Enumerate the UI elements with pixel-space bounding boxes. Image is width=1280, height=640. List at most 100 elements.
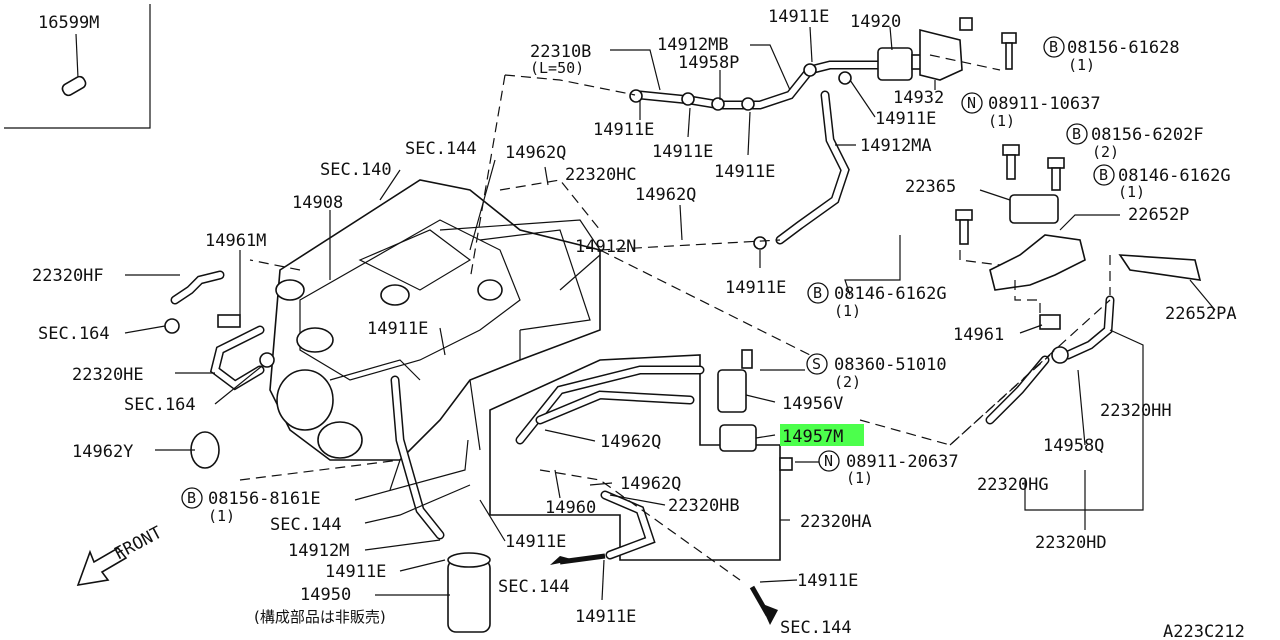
- svg-text:(2): (2): [1092, 143, 1119, 161]
- svg-text:08911-10637: 08911-10637: [988, 94, 1101, 114]
- valve-14956V: [717, 369, 747, 413]
- svg-text:(1): (1): [1118, 183, 1145, 201]
- label-14962Q-a: 14962Q: [505, 143, 566, 163]
- svg-text:(1): (1): [1068, 56, 1095, 74]
- fastener-08156-8161E: B 08156-8161E (1): [181, 487, 321, 525]
- label-sec140: SEC.140: [320, 160, 392, 180]
- label-14908: 14908: [292, 193, 343, 213]
- label-sec144-c: SEC.144: [498, 577, 570, 597]
- clamps-top: [629, 63, 852, 250]
- label-sec144-a: SEC.144: [405, 139, 477, 159]
- label-14958P: 14958P: [678, 53, 739, 73]
- label-14961M: 14961M: [205, 231, 266, 251]
- svg-text:08156-61628: 08156-61628: [1067, 38, 1180, 58]
- label-sec164-a: SEC.164: [38, 324, 110, 344]
- label-14912MA: 14912MA: [860, 136, 932, 156]
- fastener-08360-51010: S 08360-51010 (2): [806, 353, 947, 391]
- label-16599M: 16599M: [38, 13, 99, 33]
- screw-08360: [741, 349, 753, 369]
- label-14962Q-b: 14962Q: [635, 185, 696, 205]
- fastener-08146-6162G-a: B 08146-6162G (1): [1093, 164, 1231, 201]
- label-22320HE: 22320HE: [72, 365, 144, 385]
- label-22320HF: 22320HF: [32, 266, 104, 286]
- front-arrow: [76, 546, 128, 587]
- bracket-14932: [919, 28, 963, 81]
- label-14958Q: 14958Q: [1043, 436, 1104, 456]
- joint-14958Q: [1051, 346, 1069, 364]
- label-14912MB: 14912MB: [657, 35, 729, 55]
- clamp-14961M: [217, 314, 241, 328]
- fastener-08156-61628: B 08156-61628 (1): [1043, 36, 1180, 74]
- label-diagram-code: A223C212: [1163, 622, 1245, 640]
- svg-text:08360-51010: 08360-51010: [834, 355, 947, 375]
- canister-14950: [447, 552, 491, 633]
- label-14962Y: 14962Y: [72, 442, 133, 462]
- fitting-sec164b: [259, 352, 275, 368]
- label-14962Q-d: 14962Q: [620, 474, 681, 494]
- label-22320HC: 22320HC: [565, 165, 637, 185]
- svg-text:08911-20637: 08911-20637: [846, 452, 959, 472]
- label-14962Q-c: 14962Q: [600, 432, 661, 452]
- svg-text:(2): (2): [834, 373, 861, 391]
- label-14912M: 14912M: [288, 541, 349, 561]
- connector-14961: [1039, 314, 1061, 330]
- label-sec144-b: SEC.144: [270, 515, 342, 535]
- label-14911E-j: 14911E: [575, 607, 636, 627]
- label-14911E-d: 14911E: [714, 162, 775, 182]
- svg-text:B: B: [187, 489, 196, 507]
- svg-text:08156-8161E: 08156-8161E: [208, 489, 321, 509]
- label-22652P: 22652P: [1128, 205, 1189, 225]
- label-22320HA: 22320HA: [800, 512, 872, 532]
- label-22320HB: 22320HB: [668, 496, 740, 516]
- plug-16599M: [61, 75, 87, 97]
- svg-text:N: N: [824, 452, 833, 470]
- svg-text:B: B: [1072, 125, 1081, 143]
- bracket-22652P: [989, 234, 1086, 291]
- svg-text:08146-6162G: 08146-6162G: [834, 284, 947, 304]
- fastener-08146-6162G-b: B 08146-6162G (1): [807, 282, 947, 320]
- label-14950: 14950: [300, 585, 351, 605]
- inset-frame: [4, 4, 151, 129]
- leader-lines: [124, 26, 1216, 601]
- svg-text:08156-6202F: 08156-6202F: [1091, 125, 1204, 145]
- label-22365: 22365: [905, 177, 956, 197]
- fastener-08911-10637: N 08911-10637 (1): [961, 92, 1101, 130]
- label-not-sold: (構成部品は非販売): [254, 608, 386, 626]
- label-22320HG: 22320HG: [977, 475, 1049, 495]
- svg-text:N: N: [967, 94, 976, 112]
- fitting-sec164a: [164, 318, 180, 334]
- label-14911E-c: 14911E: [652, 142, 713, 162]
- engine-intake-manifold: [269, 179, 601, 491]
- svg-text:B: B: [1049, 38, 1058, 56]
- svg-text:(1): (1): [834, 302, 861, 320]
- label-front: FRONT: [111, 523, 166, 565]
- sensor-22365: [1009, 194, 1059, 224]
- bolts-right: [955, 144, 1065, 245]
- label-14911E-e: 14911E: [875, 109, 936, 129]
- bracket-22652PA: [1118, 254, 1202, 281]
- fastener-08156-6202F: B 08156-6202F (2): [1066, 123, 1204, 161]
- valve-14920: [877, 47, 923, 81]
- svg-text:08146-6162G: 08146-6162G: [1118, 166, 1231, 186]
- clamp-14962Y: [190, 431, 220, 469]
- nut-08911-20637: [779, 457, 793, 471]
- label-14956V: 14956V: [782, 394, 843, 414]
- bolt-08156-61628: [1001, 32, 1017, 70]
- label-22310B: 22310B: [530, 42, 591, 62]
- label-14960: 14960: [545, 498, 596, 518]
- svg-text:(1): (1): [208, 507, 235, 525]
- label-14911E-g: 14911E: [367, 319, 428, 339]
- label-14957M: 14957M: [782, 427, 843, 447]
- nut-top: [959, 17, 973, 31]
- highlight-14957M: [780, 424, 864, 446]
- label-14911E-b: 14911E: [593, 120, 654, 140]
- label-14920: 14920: [850, 12, 901, 32]
- svg-text:(1): (1): [846, 469, 873, 487]
- label-14912N: 14912N: [575, 237, 636, 257]
- label-14911E-h: 14911E: [505, 532, 566, 552]
- label-14961: 14961: [953, 325, 1004, 345]
- label-14911E-f: 14911E: [725, 278, 786, 298]
- label-22652PA: 22652PA: [1165, 304, 1237, 324]
- label-22320HH: 22320HH: [1100, 401, 1172, 421]
